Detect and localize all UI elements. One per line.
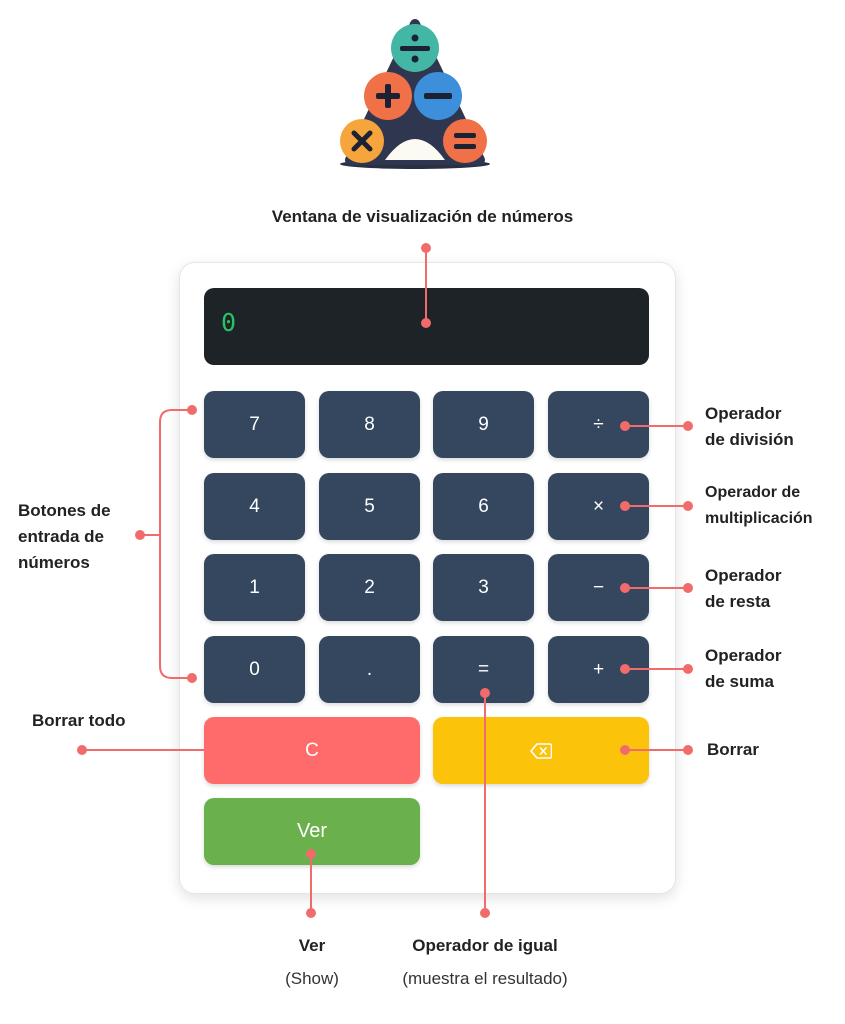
label-equals: Operador de igual [412,936,558,955]
divide-button[interactable]: ÷ [548,391,649,458]
multiply-button[interactable]: × [548,473,649,540]
label-multiplication-line1: Operador de [705,484,801,501]
key-7[interactable]: 7 [204,391,305,458]
backspace-icon [530,742,552,759]
backspace-button[interactable] [433,717,649,784]
label-display-window: Ventana de visualización de números [271,207,574,226]
label-division: Operador de división [705,401,794,453]
equals-button[interactable]: = [433,636,534,703]
show-button[interactable]: Ver [204,798,420,865]
label-number-buttons: Botones de entrada de números [18,498,111,576]
key-9[interactable]: 9 [433,391,534,458]
label-equals-sub: (muestra el resultado) [402,969,568,988]
label-addition-line1: Operador [705,646,782,665]
label-division-line1: Operador [705,404,782,423]
key-1[interactable]: 1 [204,554,305,621]
clear-all-button[interactable]: C [204,717,420,784]
label-number-buttons-line2: entrada de [18,527,104,546]
label-multiplication-line2: multiplicación [705,510,813,527]
label-show-sub: (Show) [285,969,339,988]
label-clear-all: Borrar todo [32,711,126,730]
key-0[interactable]: 0 [204,636,305,703]
label-subtraction: Operador de resta [705,563,782,615]
label-number-buttons-line3: números [18,553,90,572]
calculator-logo [340,19,490,169]
key-decimal[interactable]: . [319,636,420,703]
label-number-buttons-line1: Botones de [18,501,111,520]
label-subtraction-line1: Operador [705,566,782,585]
logo-arch [385,139,445,160]
label-division-line2: de división [705,430,794,449]
key-8[interactable]: 8 [319,391,420,458]
label-subtraction-line2: de resta [705,592,771,611]
key-2[interactable]: 2 [319,554,420,621]
key-3[interactable]: 3 [433,554,534,621]
label-addition: Operador de suma [705,643,782,695]
label-multiplication: Operador de multiplicación [705,480,813,532]
equals-icon [443,119,487,163]
add-button[interactable]: + [548,636,649,703]
display-value: 0 [221,308,237,337]
number-display: 0 [204,288,649,365]
key-6[interactable]: 6 [433,473,534,540]
subtract-button[interactable]: − [548,554,649,621]
label-backspace: Borrar [707,740,759,759]
label-show: Ver [298,936,326,955]
key-4[interactable]: 4 [204,473,305,540]
label-addition-line2: de suma [705,672,774,691]
key-5[interactable]: 5 [319,473,420,540]
